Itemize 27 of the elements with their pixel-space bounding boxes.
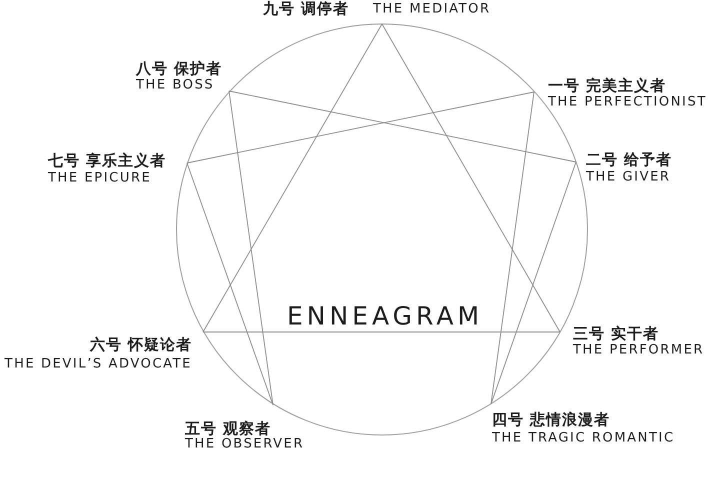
type-caption: THE PERFORMER [573, 343, 704, 356]
type-caption: THE TRAGIC ROMANTIC [492, 431, 675, 444]
type-caption: THE GIVER [586, 170, 671, 183]
diagram-title: ENNEAGRAM [286, 304, 484, 328]
type-label: 一号 完美主义者 [548, 78, 666, 93]
type-caption: THE DEVIL’S ADVOCATE [4, 357, 192, 370]
connector-line [228, 90, 274, 406]
type-caption: THE EPICURE [48, 172, 152, 184]
type-label: 七号 享乐主义者 [48, 154, 166, 168]
type-label: 九号 调停者 [263, 2, 350, 16]
connector-line [186, 162, 274, 406]
type-label: 二号 给予者 [586, 152, 672, 167]
type-label: 三号 实干者 [573, 326, 660, 341]
connector-line [490, 162, 576, 404]
type-label: 六号 怀疑论者 [90, 338, 192, 352]
type-label: 八号 保护者 [136, 61, 222, 76]
type-label: 五号 观察者 [185, 421, 272, 436]
connector-line [490, 92, 534, 404]
connector-line [186, 92, 534, 164]
connector-line [228, 90, 576, 162]
type-caption: THE MEDIATOR [373, 2, 491, 16]
type-caption: THE OBSERVER [185, 437, 304, 450]
connector-line [382, 24, 560, 332]
type-caption: THE BOSS [136, 78, 214, 92]
type-label: 四号 悲情浪漫者 [492, 412, 610, 428]
connector-line [202, 24, 382, 332]
type-caption: THE PERFECTIONIST [548, 96, 707, 108]
